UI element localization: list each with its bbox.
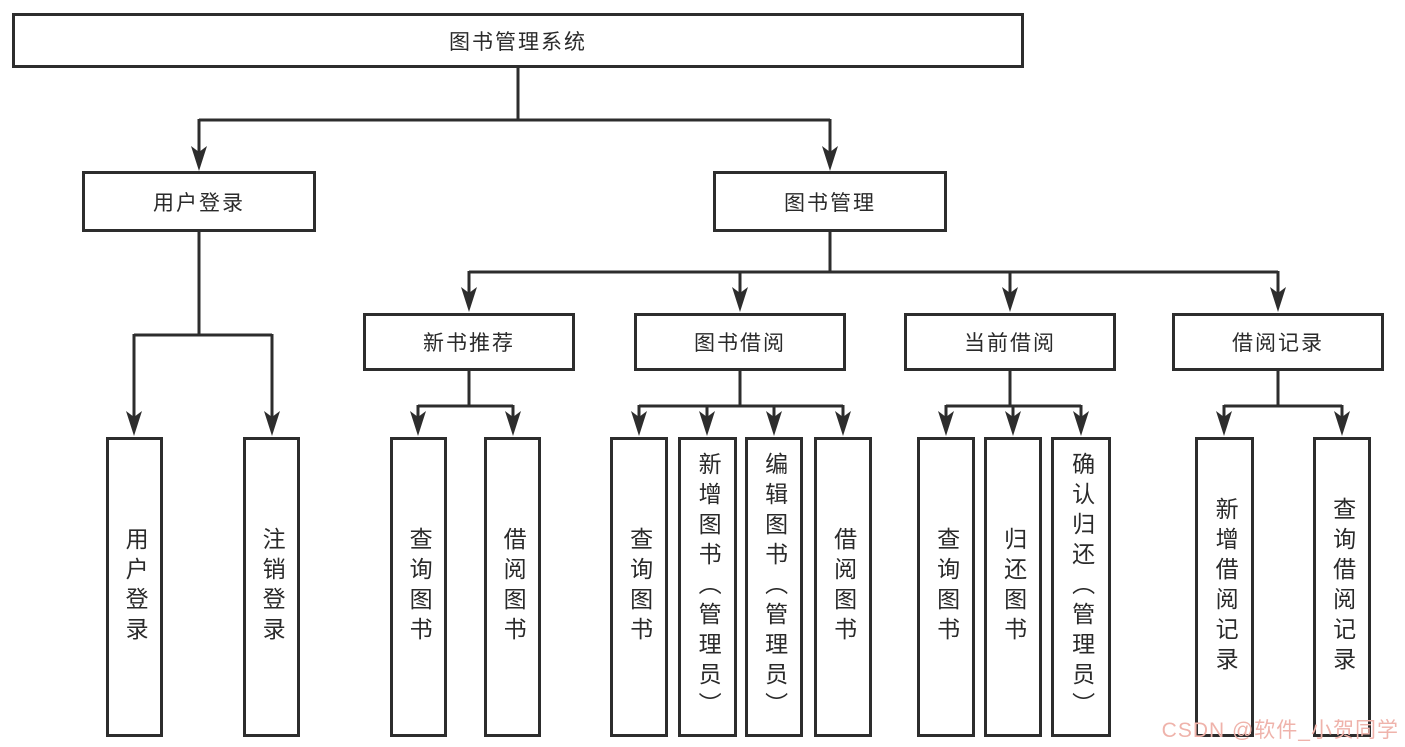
leaf-add-book-admin: 新增图书（管理员） xyxy=(678,437,737,737)
arrowhead xyxy=(835,411,851,436)
node-label: 图书管理系统 xyxy=(449,30,587,54)
arrowhead xyxy=(1073,411,1089,436)
node-label: 当前借阅 xyxy=(964,332,1056,355)
node-label: 查询图书 xyxy=(933,527,960,647)
leaf-query-books-current: 查询图书 xyxy=(917,437,975,737)
leaf-user-login: 用户登录 xyxy=(106,437,163,737)
node-label: 确认归还（管理员） xyxy=(1068,452,1095,722)
node-label: 查询借阅记录 xyxy=(1329,497,1356,677)
connector-currentborrow-to-leaves xyxy=(944,371,1083,418)
arrowhead xyxy=(1334,411,1350,436)
node-label: 注销登录 xyxy=(259,527,286,647)
node-label: 图书借阅 xyxy=(694,332,786,355)
node-current-borrow: 当前借阅 xyxy=(904,313,1116,371)
node-label: 编辑图书（管理员） xyxy=(761,452,788,722)
leaf-return-books: 归还图书 xyxy=(984,437,1042,737)
leaf-logout: 注销登录 xyxy=(243,437,300,737)
node-library-system: 图书管理系统 xyxy=(12,13,1024,68)
connector-bookmgmt-to-level3 xyxy=(467,232,1280,293)
node-user-login: 用户登录 xyxy=(82,171,316,232)
arrowhead xyxy=(461,287,477,312)
leaf-borrow-books-recommend: 借阅图书 xyxy=(484,437,541,737)
node-label: 用户登录 xyxy=(153,191,245,215)
node-label: 归还图书 xyxy=(1000,527,1027,647)
arrowhead xyxy=(699,411,715,436)
arrowhead xyxy=(766,411,782,436)
arrowhead xyxy=(1216,411,1232,436)
csdn-watermark: CSDN @软件_小贺同学 xyxy=(1161,719,1399,742)
node-label: 用户登录 xyxy=(122,527,149,647)
leaf-query-books-borrow: 查询图书 xyxy=(610,437,668,737)
arrowhead xyxy=(1002,287,1018,312)
node-book-borrow: 图书借阅 xyxy=(634,313,846,371)
connector-root-to-level2 xyxy=(197,68,832,152)
connector-bookborrow-to-leaves xyxy=(637,371,845,418)
node-book-management: 图书管理 xyxy=(713,171,947,232)
leaf-add-borrow-record: 新增借阅记录 xyxy=(1195,437,1254,737)
leaf-edit-book-admin: 编辑图书（管理员） xyxy=(745,437,803,737)
arrowhead xyxy=(505,411,521,436)
node-label: 借阅记录 xyxy=(1232,332,1324,355)
arrowhead xyxy=(264,411,280,436)
leaf-query-borrow-record: 查询借阅记录 xyxy=(1313,437,1371,737)
connector-borrowrecord-to-leaves xyxy=(1222,371,1344,418)
node-label: 新增图书（管理员） xyxy=(695,452,722,722)
arrowhead xyxy=(822,146,838,171)
leaf-confirm-return-admin: 确认归还（管理员） xyxy=(1051,437,1111,737)
connector-newbook-to-leaves xyxy=(416,371,515,418)
arrowhead xyxy=(410,411,426,436)
arrowhead xyxy=(938,411,954,436)
node-label: 图书管理 xyxy=(784,191,876,215)
arrowhead xyxy=(1005,411,1021,436)
node-label: 借阅图书 xyxy=(830,527,857,647)
arrowhead xyxy=(126,411,142,436)
node-label: 新增借阅记录 xyxy=(1212,497,1239,677)
arrowhead xyxy=(1270,287,1286,312)
node-label: 查询图书 xyxy=(626,527,653,647)
node-label: 新书推荐 xyxy=(423,332,515,355)
node-label: 借阅图书 xyxy=(500,527,527,647)
leaf-borrow-books: 借阅图书 xyxy=(814,437,872,737)
leaf-query-books-recommend: 查询图书 xyxy=(390,437,447,737)
node-borrow-records: 借阅记录 xyxy=(1172,313,1384,371)
connector-userlogin-to-leaves xyxy=(132,232,274,418)
arrowhead xyxy=(191,146,207,171)
arrowhead xyxy=(631,411,647,436)
node-label: 查询图书 xyxy=(406,527,433,647)
arrowhead xyxy=(732,287,748,312)
node-new-book-recommend: 新书推荐 xyxy=(363,313,575,371)
